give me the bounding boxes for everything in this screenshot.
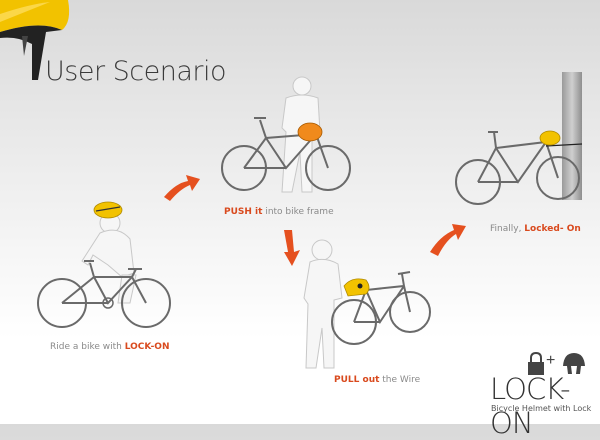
step1-caption: Ride a bike with LOCK-ON	[50, 342, 170, 352]
helmet-icon	[93, 201, 123, 219]
step3-illustration	[303, 239, 431, 369]
brand-tagline: Bicycle Helmet with Lock	[491, 404, 592, 413]
step2-caption: PUSH it into bike frame	[224, 207, 334, 217]
helmet-icon	[539, 130, 561, 146]
helmet-icon	[563, 353, 585, 374]
helmet-icon	[297, 122, 323, 142]
step2-illustration	[221, 76, 351, 193]
brand-name: LOCK-ON	[490, 372, 571, 440]
arrow-up-right-icon	[430, 224, 466, 256]
page-title: User Scenario	[45, 56, 227, 87]
step3-caption: PULL out the Wire	[334, 375, 421, 385]
step4-illustration	[455, 72, 583, 205]
step1-illustration	[37, 201, 171, 328]
step4-caption: Finally, Locked- On	[490, 224, 581, 234]
padlock-icon	[528, 351, 544, 375]
arrow-up-right-icon	[164, 175, 200, 201]
plus-sign: +	[546, 352, 556, 369]
helmet-logo-icon	[0, 0, 70, 80]
arrow-down-icon	[284, 230, 300, 266]
helmet-icon	[343, 278, 370, 297]
